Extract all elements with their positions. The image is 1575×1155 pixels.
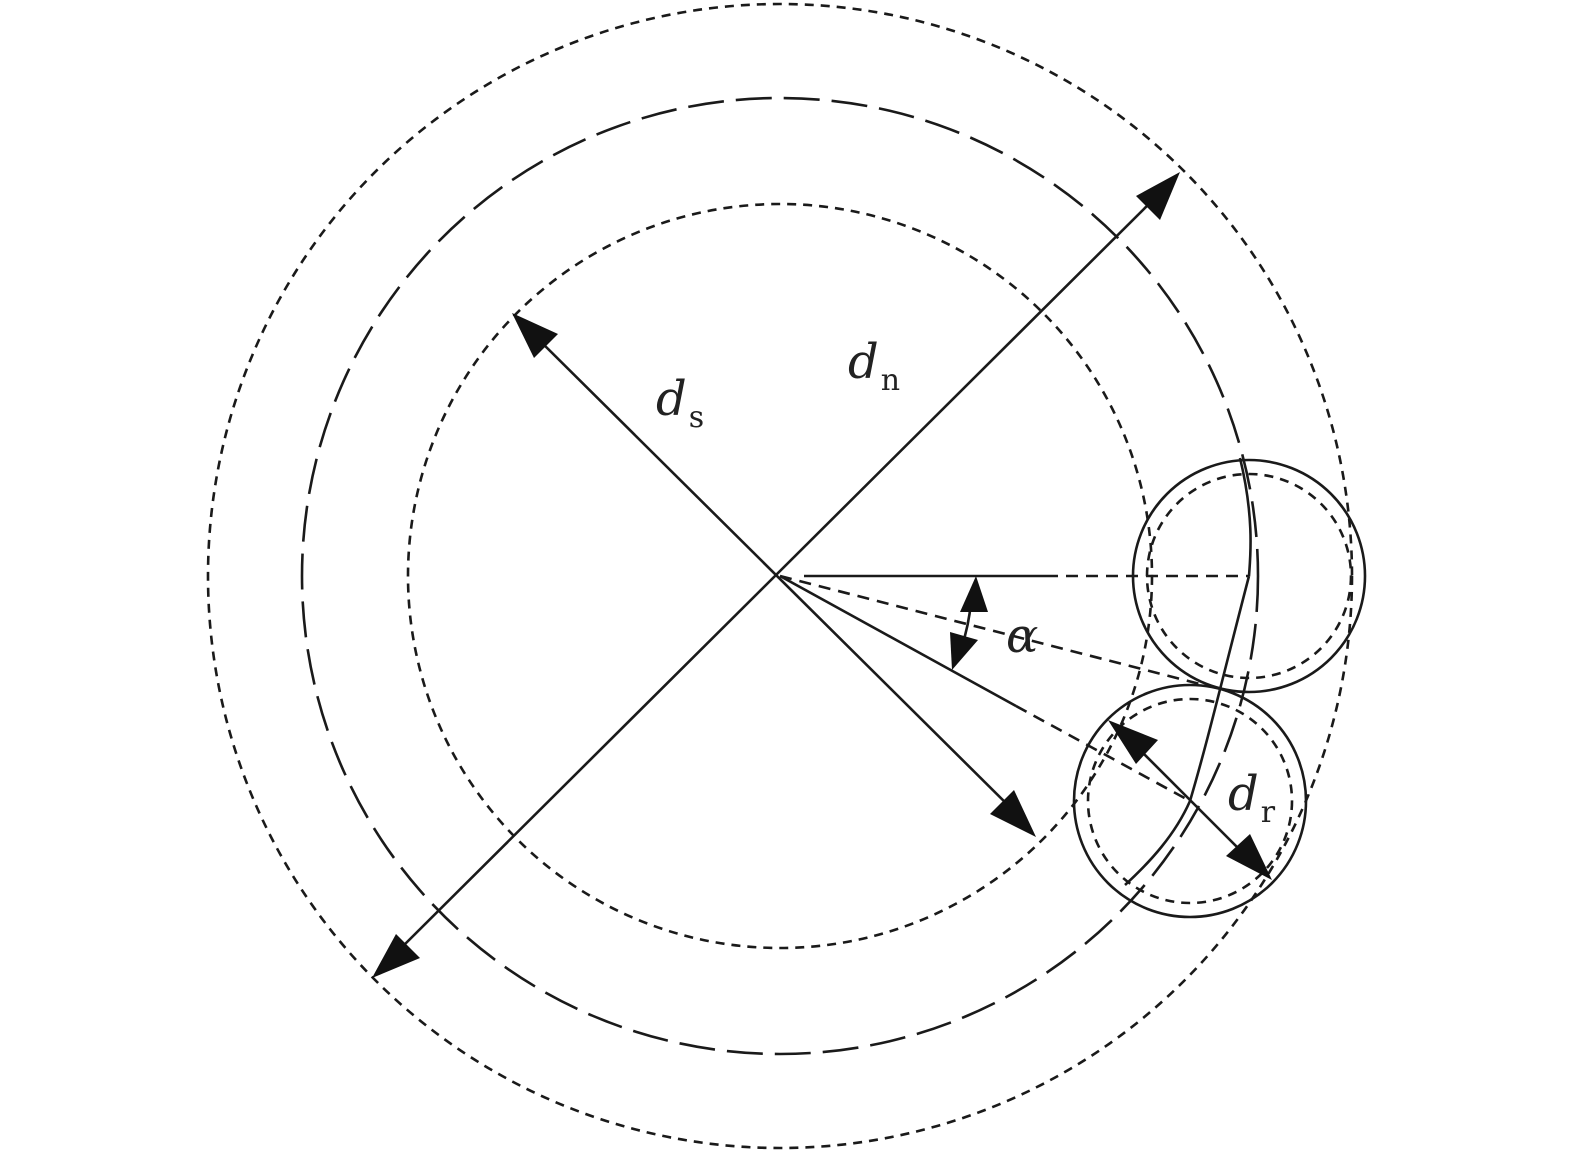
lower-roller-circle: [1072, 683, 1308, 919]
arrowhead-alpha-lower: [950, 632, 978, 670]
tooth-profile-curve: [1238, 457, 1252, 577]
arrowhead-dr-lower: [1226, 834, 1272, 880]
label-dr: dr: [1228, 766, 1276, 830]
middle-circle: [300, 96, 1260, 1056]
label-alpha: α: [1006, 608, 1038, 664]
lower-tooth-curve: [1124, 800, 1192, 886]
arrowhead-dn-upper: [1136, 172, 1180, 220]
angled-line-dashed: [1015, 704, 1191, 803]
label-ds: ds: [656, 371, 704, 435]
lower-roller-inner-circle: [1086, 697, 1294, 905]
angled-line-solid: [779, 574, 1017, 708]
dr-diameter-line: [1127, 737, 1253, 863]
arrowhead-dn-lower: [372, 934, 420, 978]
arrowhead-alpha-upper: [960, 576, 988, 612]
label-dn: dn: [848, 334, 900, 398]
dn-diameter-line: [391, 189, 1164, 958]
arrowhead-dr-upper: [1108, 720, 1158, 764]
arrowhead-ds-upper: [512, 313, 558, 358]
ds-diameter-line: [529, 330, 1023, 820]
connecting-curve: [1188, 575, 1251, 802]
arrowhead-ds-lower: [990, 790, 1036, 837]
intermediate-dashed-ray: [779, 574, 1201, 686]
upper-roller-inner-circle: [1145, 472, 1353, 680]
